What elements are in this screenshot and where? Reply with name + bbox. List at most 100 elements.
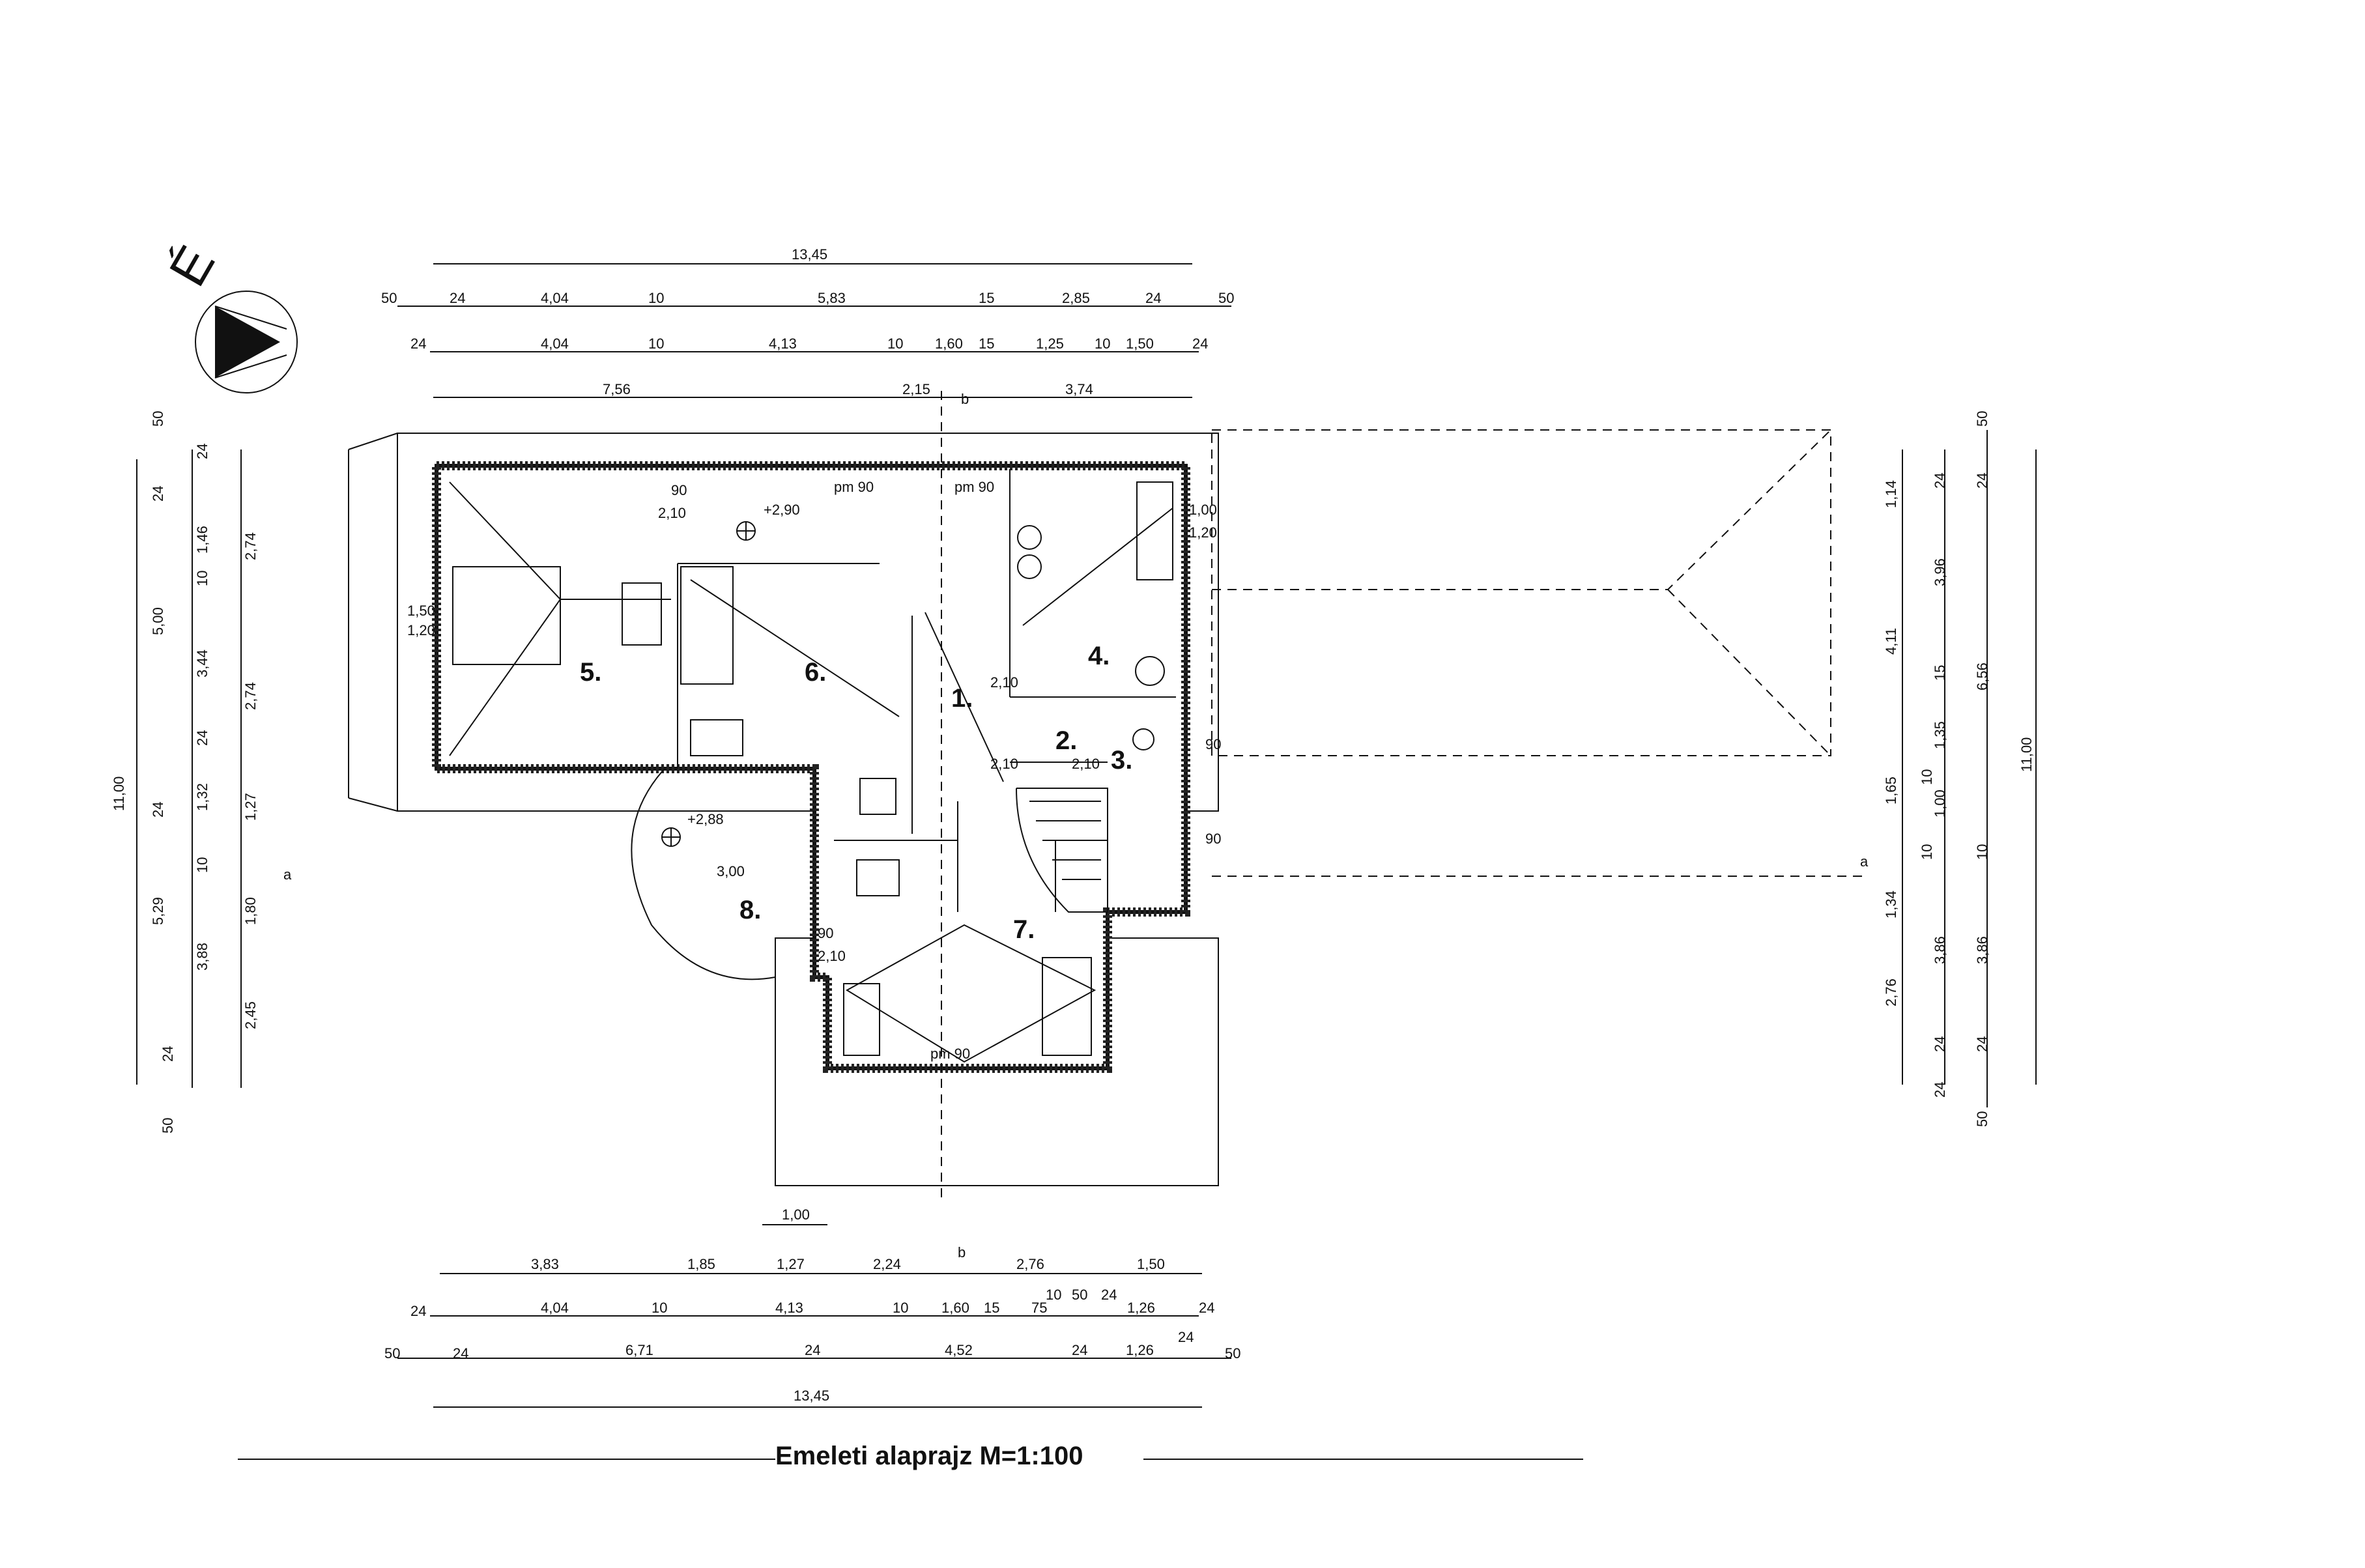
dim: 2,74: [242, 532, 259, 560]
dim: 50: [384, 1345, 400, 1361]
room-7-label: 7.: [1013, 915, 1035, 944]
dim: 1,27: [777, 1256, 805, 1272]
dim: 24: [410, 1303, 426, 1319]
dim: 2,76: [1883, 978, 1899, 1006]
dim: 3,96: [1932, 558, 1948, 586]
dim: 15: [979, 335, 994, 352]
dim: 50: [150, 411, 166, 427]
opening-label: 1,20: [1189, 524, 1217, 541]
dim: 5,83: [818, 290, 846, 306]
dim: 24: [1192, 335, 1208, 352]
dim: 24: [1101, 1287, 1117, 1303]
dim: 1,80: [242, 897, 259, 925]
dim: 3,88: [194, 943, 210, 971]
dim: 13,45: [794, 1388, 829, 1404]
roof-outline: [1211, 429, 1863, 877]
opening-label: 90: [671, 482, 687, 498]
dim: 1,26: [1127, 1300, 1155, 1316]
dim: 24: [450, 290, 465, 306]
dim: 24: [1974, 473, 1990, 489]
plan-title: Emeleti alaprajz M=1:100: [775, 1442, 1083, 1470]
dim: 10: [1919, 844, 1935, 860]
section-mark-b-bottom: b: [958, 1244, 966, 1261]
opening-label: 1,00: [1189, 502, 1217, 518]
opening-label: pm 90: [930, 1046, 970, 1062]
dim: 1,25: [1036, 335, 1064, 352]
dim: 10: [648, 335, 664, 352]
level-marks: +2,90 +2,88: [661, 502, 800, 847]
dim: 1,60: [941, 1300, 969, 1316]
left-dimension-chains: 50 24 5,00 24 5,29 24 50 11,00 24 1,46 1…: [111, 411, 259, 1133]
dim: 4,13: [769, 335, 797, 352]
dim: 7,56: [603, 381, 631, 397]
dim: 1,34: [1883, 891, 1899, 919]
dim: 10: [1095, 335, 1110, 352]
dim: 6,71: [625, 1342, 653, 1358]
dim: 50: [1974, 411, 1990, 427]
dim: 5,00: [150, 607, 166, 635]
bottom-dimension-chains: 1,00 3,83 1,85 1,27 2,24 2,76 1,50 24 4,…: [384, 1206, 1240, 1408]
dim: 24: [194, 444, 210, 459]
dim: 10: [1974, 844, 1990, 860]
opening-label: pm 90: [954, 479, 994, 495]
dim: 24: [150, 486, 166, 502]
level-mark-upper: +2,90: [764, 502, 800, 518]
top-overall-dim: 13,45: [792, 246, 827, 263]
dim: 1,26: [1126, 1342, 1154, 1358]
dim: 24: [453, 1345, 468, 1361]
dim: 4,04: [541, 1300, 569, 1316]
section-marks: b b a a: [283, 391, 1869, 1261]
dim: 10: [652, 1300, 667, 1316]
dim: 1,00: [782, 1206, 810, 1223]
right-dimension-chains: 1,14 4,11 1,65 1,34 2,76 24 24 3,96 15 1…: [1883, 411, 2037, 1127]
dim: 4,13: [775, 1300, 803, 1316]
dim: 1,46: [194, 526, 210, 554]
dim: 11,00: [111, 777, 127, 811]
dim: 4,52: [945, 1342, 973, 1358]
dim: 3,74: [1065, 381, 1093, 397]
dim: 6,56: [1974, 663, 1990, 691]
room-5-label: 5.: [580, 658, 601, 687]
opening-labels: 90 2,10 pm 90 pm 90 1,00 1,20 1,50 1,20 …: [407, 479, 1221, 1062]
dim: 50: [1218, 290, 1234, 306]
dim: 1,50: [1126, 335, 1154, 352]
dim: 50: [160, 1118, 176, 1133]
opening-label: 1,20: [407, 622, 435, 638]
dim: 1,60: [935, 335, 963, 352]
dim: 1,32: [194, 783, 210, 811]
dim: 4,04: [541, 335, 569, 352]
dim: 11,00: [2018, 737, 2035, 772]
dim: 1,35: [1932, 721, 1948, 749]
dim: 3,86: [1974, 936, 1990, 964]
dim: 50: [381, 290, 397, 306]
dim: 10: [194, 571, 210, 586]
dim: 15: [1932, 665, 1948, 681]
dim: 24: [160, 1046, 176, 1062]
north-arrow-icon: É: [158, 236, 298, 393]
dim: 24: [150, 802, 166, 818]
dim: 3,83: [531, 1256, 559, 1272]
opening-label: 90: [1205, 831, 1221, 847]
dim: 1,65: [1883, 777, 1899, 805]
north-label: É: [158, 236, 226, 296]
dim: 4,04: [541, 290, 569, 306]
dim: 24: [805, 1342, 820, 1358]
room-labels: 1. 2. 3. 4. 5. 6. 7. 8.: [580, 642, 1132, 944]
dim: 15: [984, 1300, 999, 1316]
dim: 24: [1072, 1342, 1087, 1358]
opening-label: 2,10: [1072, 756, 1100, 772]
dim: 24: [410, 335, 426, 352]
dim: 10: [194, 857, 210, 873]
dim: 24: [1932, 1082, 1948, 1098]
top-dimension-chains: 13,45 50 24 4,04 10 5,83 15 2,85 24 50 2…: [381, 246, 1234, 398]
dim: 50: [1225, 1345, 1240, 1361]
dim: 24: [1932, 1036, 1948, 1052]
dim: 2,45: [242, 1001, 259, 1029]
dim: 1,85: [687, 1256, 715, 1272]
dim: 10: [1919, 769, 1935, 785]
section-mark-a-left: a: [283, 866, 292, 883]
dim: 10: [648, 290, 664, 306]
dim: 1,50: [1137, 1256, 1165, 1272]
dim: 1,27: [242, 793, 259, 821]
